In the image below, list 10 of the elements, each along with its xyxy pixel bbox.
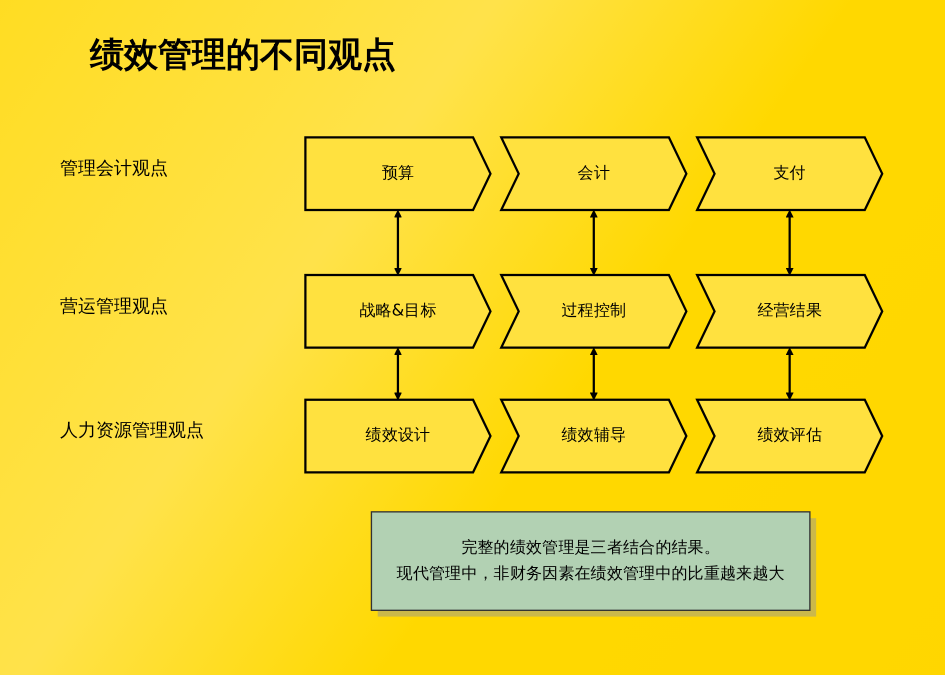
arrow — [590, 210, 598, 276]
row-label: 人力资源管理观点 — [60, 419, 204, 442]
arrow — [394, 210, 402, 276]
slide-title: 绩效管理的不同观点 — [90, 34, 396, 77]
row-label: 营运管理观点 — [60, 294, 168, 318]
arrow — [590, 348, 598, 400]
arrow — [394, 348, 402, 400]
row-label: 管理会计观点 — [60, 156, 168, 180]
arrow — [786, 348, 794, 400]
arrow — [786, 210, 794, 276]
